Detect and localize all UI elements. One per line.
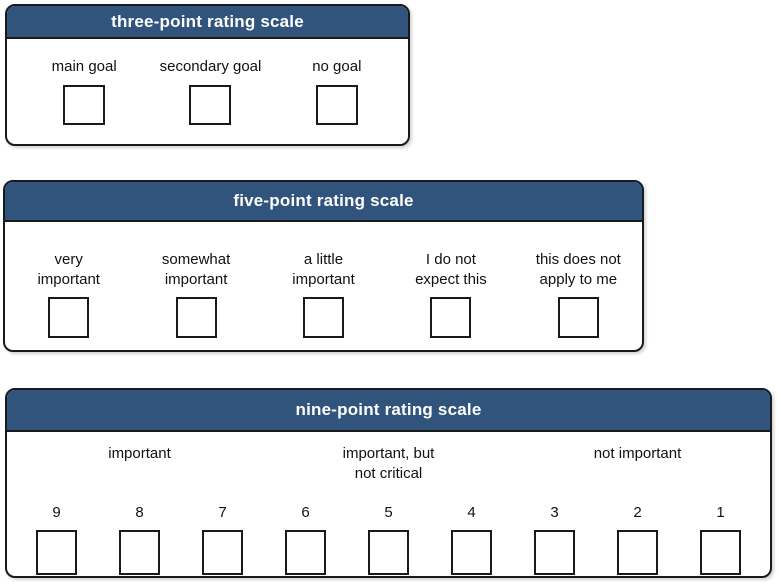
panel-title: five-point rating scale	[233, 191, 414, 210]
panel-title: three-point rating scale	[111, 11, 304, 31]
rating-option: very important	[5, 250, 132, 338]
option-label: secondary goal	[159, 58, 262, 75]
group-label-important: important	[108, 445, 171, 462]
rating-option: no goal	[274, 57, 400, 125]
rating-checkbox[interactable]	[175, 297, 217, 338]
rating-checkbox[interactable]	[285, 529, 326, 575]
option-label: I do not expect this	[415, 251, 487, 288]
rating-checkbox[interactable]	[303, 297, 345, 338]
group-label-not-important: not important	[593, 445, 682, 462]
rating-option: 8	[98, 503, 181, 575]
rating-checkbox[interactable]	[430, 297, 472, 338]
option-label: 9	[52, 504, 61, 521]
option-label: 2	[633, 504, 642, 521]
panel-title: nine-point rating scale	[295, 400, 482, 419]
rating-option: 9	[15, 503, 98, 575]
three-point-scale-panel: three-point rating scale main goal second…	[5, 4, 410, 146]
rating-option: a little important	[260, 250, 387, 338]
rating-option: secondary goal	[147, 57, 273, 125]
rating-checkbox[interactable]	[63, 84, 106, 125]
rating-option: 5	[347, 503, 430, 575]
rating-option: this does not apply to me	[515, 250, 642, 338]
rating-checkbox[interactable]	[451, 529, 492, 575]
options-row: very important somewhat important a little…	[5, 222, 642, 338]
rating-option: main goal	[21, 57, 147, 125]
option-label: main goal	[51, 58, 117, 75]
group-label-important-not-critical: important, but not critical	[342, 445, 435, 482]
option-label: 3	[550, 504, 559, 521]
option-label: a little important	[292, 251, 355, 288]
rating-option: 3	[513, 503, 596, 575]
rating-checkbox[interactable]	[48, 297, 90, 338]
rating-checkbox[interactable]	[557, 297, 599, 338]
option-label: somewhat important	[161, 251, 231, 288]
option-label: 5	[384, 504, 393, 521]
rating-option: 6	[264, 503, 347, 575]
rating-option: somewhat important	[132, 250, 259, 338]
rating-option: I do not expect this	[387, 250, 514, 338]
nine-point-scale-panel: nine-point rating scale important import…	[5, 388, 772, 578]
option-label: this does not apply to me	[535, 251, 621, 288]
five-point-scale-header: five-point rating scale	[5, 182, 642, 222]
option-label: 7	[218, 504, 227, 521]
options-row: main goal secondary goal no goal	[7, 39, 408, 125]
rating-option: 1	[679, 503, 762, 575]
option-label: 8	[135, 504, 144, 521]
option-label: 6	[301, 504, 310, 521]
option-label: 4	[467, 504, 476, 521]
rating-option: 7	[181, 503, 264, 575]
three-point-scale-header: three-point rating scale	[7, 6, 408, 39]
option-label: 1	[716, 504, 725, 521]
option-label: very important	[37, 251, 100, 288]
rating-option: 4	[430, 503, 513, 575]
rating-checkbox[interactable]	[617, 529, 658, 575]
rating-checkbox[interactable]	[315, 84, 358, 125]
rating-checkbox[interactable]	[700, 529, 741, 575]
rating-checkbox[interactable]	[119, 529, 160, 575]
rating-checkbox[interactable]	[202, 529, 243, 575]
options-row: 9 8 7 6 5 4 3 2 1	[7, 483, 770, 575]
nine-point-scale-header: nine-point rating scale	[7, 390, 770, 432]
rating-checkbox[interactable]	[36, 529, 77, 575]
group-label-row: important important, but not critical no…	[7, 432, 770, 483]
rating-checkbox[interactable]	[534, 529, 575, 575]
rating-checkbox[interactable]	[368, 529, 409, 575]
rating-checkbox[interactable]	[189, 84, 232, 125]
five-point-scale-panel: five-point rating scale very important so…	[3, 180, 644, 352]
option-label: no goal	[312, 58, 362, 75]
rating-option: 2	[596, 503, 679, 575]
